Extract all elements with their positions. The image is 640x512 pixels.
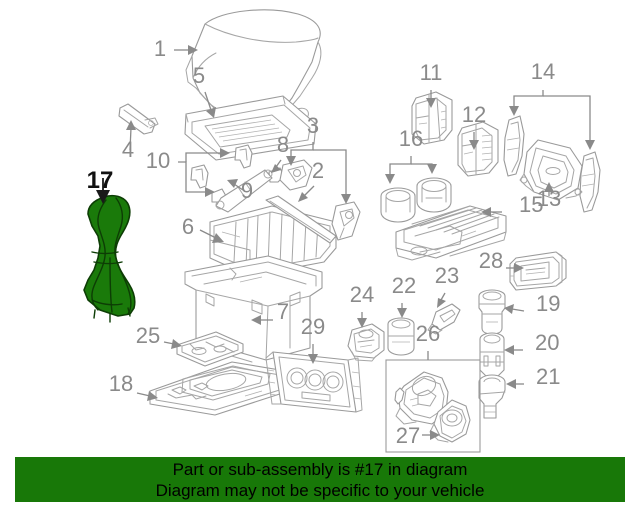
- callout-label-24: 24: [350, 282, 374, 307]
- callout-label-10: 10: [146, 148, 170, 173]
- part-cigarette-lighter: [478, 289, 506, 335]
- callout-label-12: 12: [462, 102, 486, 127]
- part-console-hinge-bracket: [279, 159, 361, 241]
- callout-label-29: 29: [301, 314, 325, 339]
- callout-label-6: 6: [182, 214, 194, 239]
- callout-label-20: 20: [535, 330, 559, 355]
- part-cup-holder-rings: [380, 177, 452, 223]
- part-console-shift-bezel: [149, 361, 293, 416]
- callout-label-14: 14: [531, 59, 555, 84]
- callout-label-16: 16: [399, 126, 423, 151]
- part-shift-assembly-group: [385, 359, 481, 453]
- callout-label-5: 5: [193, 63, 205, 88]
- callout-label-13: 13: [537, 186, 561, 211]
- part-console-clip: [427, 303, 461, 335]
- notice-banner-line-1: Part or sub-assembly is #17 in diagram: [172, 459, 468, 479]
- callout-label-27: 27: [396, 423, 420, 448]
- callout-labels: 1 2 3 4 5 6 7 8 9 10 11 12 13 14 15 16 1…: [87, 36, 562, 448]
- callout-label-22: 22: [392, 273, 416, 298]
- part-rear-console-tray: [395, 205, 507, 261]
- callout-label-15: 15: [519, 192, 543, 217]
- callout-label-4: 4: [122, 137, 134, 162]
- callout-label-11: 11: [420, 60, 443, 85]
- part-climate-control-panel: [265, 351, 363, 413]
- part-shift-lever-boot-highlighted: [83, 194, 136, 323]
- part-lid-inner-tray: [184, 95, 317, 161]
- callout-label-3: 3: [307, 113, 319, 138]
- part-bezel-retainer: [176, 331, 244, 367]
- part-lighter-socket-housing: [479, 332, 505, 383]
- callout-label-19: 19: [536, 291, 560, 316]
- callout-label-2: 2: [312, 158, 324, 183]
- callout-label-25: 25: [136, 323, 160, 348]
- part-console-side-trims: [503, 115, 601, 213]
- part-cup-holder-insert-b: [457, 121, 499, 177]
- callout-label-23: 23: [435, 263, 459, 288]
- leader-lines: [96, 45, 595, 440]
- part-console-side-panel: [519, 139, 583, 201]
- callout-label-17: 17: [87, 167, 114, 194]
- part-shift-control-unit: [394, 371, 471, 443]
- notice-banner-line-2: Diagram may not be specific to your vehi…: [155, 480, 485, 500]
- callout-label-28: 28: [479, 248, 503, 273]
- callout-label-26: 26: [416, 321, 440, 346]
- callout-label-8: 8: [277, 132, 289, 157]
- part-console-rail: [118, 103, 159, 135]
- part-power-outlet: [478, 374, 506, 419]
- part-console-switch-panel: [509, 251, 567, 291]
- callout-label-21: 21: [536, 364, 560, 389]
- callout-label-1: 1: [154, 36, 166, 61]
- part-lid-hinge-clips: [190, 144, 253, 189]
- callout-label-7: 7: [277, 299, 289, 324]
- part-switch-module: [347, 323, 385, 362]
- notice-banner: Part or sub-assembly is #17 in diagram D…: [15, 457, 625, 502]
- part-ashtray-cup: [387, 317, 415, 356]
- callout-label-18: 18: [109, 371, 133, 396]
- callout-label-9: 9: [241, 178, 253, 203]
- part-gas-strut: [215, 169, 273, 213]
